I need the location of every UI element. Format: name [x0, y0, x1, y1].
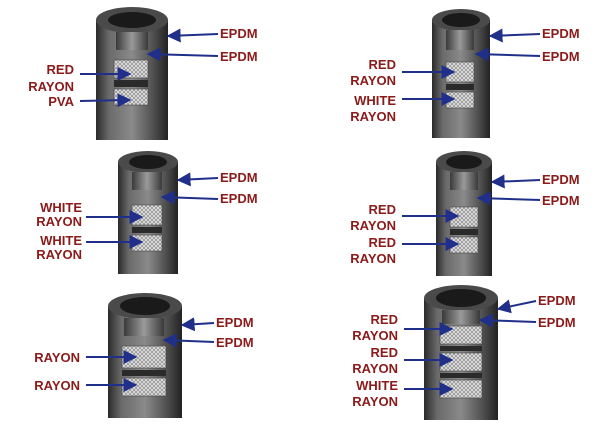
hose-3-label-ply-2-line2: RAYON	[36, 247, 82, 262]
hose-5-label-ply-2-line1: RAYON	[34, 378, 80, 393]
hose-5-illustration	[108, 293, 182, 418]
hose-4-arrow-epdm-cover	[490, 174, 541, 189]
hose-1-label-ply-1-line1: RED	[47, 62, 74, 77]
hose-5-label-epdm-tube: EPDM	[216, 335, 254, 350]
hose-6-illustration	[424, 285, 498, 420]
hose-6-label-ply-2-line2: RAYON	[352, 361, 398, 376]
hose-2-illustration	[432, 9, 490, 138]
hose-4-label-ply-1-line1: RED	[369, 202, 396, 217]
hose-2-label-ply-1-line2: RAYON	[350, 73, 396, 88]
hose-6-label-epdm-cover: EPDM	[538, 293, 576, 308]
hose-4-label-epdm-tube: EPDM	[542, 193, 580, 208]
hose-6-label-ply-3-line2: RAYON	[352, 394, 398, 409]
hose-6-arrow-epdm-cover	[496, 299, 537, 314]
hose-3-illustration	[118, 151, 178, 274]
hose-1-label-ply-2-line1: PVA	[48, 94, 74, 109]
hose-6-label-ply-1-line1: RED	[371, 312, 398, 327]
hose-2-label-epdm-tube: EPDM	[542, 49, 580, 64]
hose-3-label-ply-2-line1: WHITE	[40, 233, 82, 248]
hose-3-arrow-epdm-cover	[176, 172, 219, 187]
hose-2-arrow-epdm-cover	[488, 28, 541, 43]
hose-5-arrow-epdm-tube	[162, 333, 215, 348]
hose-3-label-epdm-tube: EPDM	[220, 191, 258, 206]
hose-1-label-ply-1-line2: RAYON	[28, 79, 74, 94]
hose-1-arrow-ply-2	[79, 93, 132, 108]
hose-4-label-ply-1-line2: RAYON	[350, 218, 396, 233]
hose-1: EPDM EPDM RED RAYON PVA	[28, 7, 258, 140]
hose-1-arrow-epdm-tube	[146, 47, 219, 62]
hose-2-label-ply-1-line1: RED	[369, 57, 396, 72]
hose-6-label-epdm-tube: EPDM	[538, 315, 576, 330]
hose-5: EPDM EPDM RAYON RAYON	[34, 293, 254, 418]
hose-1-label-epdm-tube: EPDM	[220, 49, 258, 64]
hose-4-illustration	[436, 151, 492, 276]
hose-2: EPDM EPDM RED RAYON WHITE RAYON	[350, 9, 580, 138]
hose-6-arrow-epdm-tube	[478, 313, 537, 328]
hose-3-label-epdm-cover: EPDM	[220, 170, 258, 185]
hose-2-label-ply-2-line1: WHITE	[354, 93, 396, 108]
hose-6-label-ply-2-line1: RED	[371, 345, 398, 360]
hose-3-arrow-epdm-tube	[160, 190, 219, 205]
hose-2-label-ply-2-line2: RAYON	[350, 109, 396, 124]
hose-1-label-epdm-cover: EPDM	[220, 26, 258, 41]
hose-2-arrow-epdm-tube	[474, 47, 541, 62]
hose-3-label-ply-1-line2: RAYON	[36, 214, 82, 229]
hose-6-label-ply-1-line2: RAYON	[352, 328, 398, 343]
hose-4-label-epdm-cover: EPDM	[542, 172, 580, 187]
hose-5-label-epdm-cover: EPDM	[216, 315, 254, 330]
hose-4-label-ply-2-line1: RED	[369, 235, 396, 250]
hose-1-arrow-epdm-cover	[166, 28, 219, 43]
hose-3-label-ply-1-line1: WHITE	[40, 200, 82, 215]
hose-3: EPDM EPDM WHITE RAYON WHITE RAYON	[36, 151, 258, 274]
hose-4: EPDM EPDM RED RAYON RED RAYON	[350, 151, 580, 276]
hose-6-label-ply-3-line1: WHITE	[356, 378, 398, 393]
hose-5-arrow-epdm-cover	[180, 317, 215, 332]
hose-5-label-ply-1-line1: RAYON	[34, 350, 80, 365]
hose-6: EPDM EPDM RED RAYON RED RAYON WHITE RAYO…	[352, 285, 576, 420]
hose-4-arrow-epdm-tube	[476, 191, 541, 206]
hose-2-label-epdm-cover: EPDM	[542, 26, 580, 41]
hose-4-label-ply-2-line2: RAYON	[350, 251, 396, 266]
